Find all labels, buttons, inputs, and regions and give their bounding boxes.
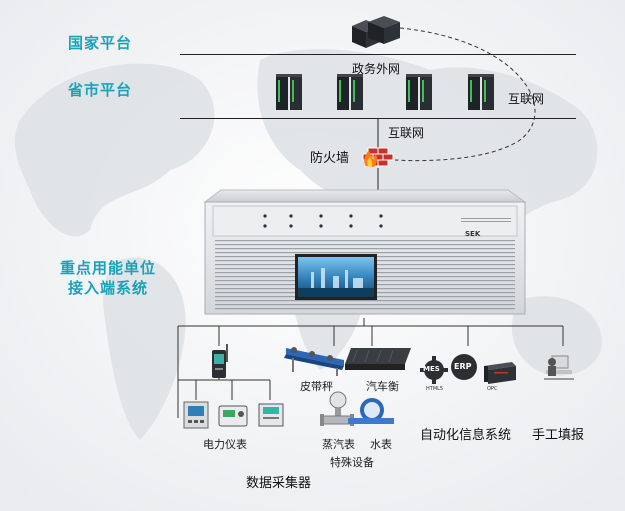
firewall-label: 防火墙 bbox=[310, 151, 350, 166]
national-server-icon bbox=[352, 16, 400, 48]
special-equipment-label: 特殊设备 bbox=[330, 456, 374, 469]
data-collector-icon bbox=[212, 344, 228, 378]
steam-meter-label: 蒸汽表 bbox=[322, 438, 355, 451]
network-connectors bbox=[377, 27, 536, 192]
hmi-label: HTML5 bbox=[426, 386, 444, 392]
device-brand-label: SEK bbox=[465, 230, 481, 238]
mes-label: MES bbox=[423, 365, 440, 373]
erp-icon bbox=[451, 354, 477, 380]
water-meter-label: 水表 bbox=[370, 438, 392, 451]
tier-provincial-label: 省市平台 bbox=[68, 81, 133, 99]
firewall-icon bbox=[362, 147, 394, 167]
erp-label: ERP bbox=[454, 362, 472, 371]
power-meter-icon-1 bbox=[183, 401, 209, 429]
automation-system-label: 自动化信息系统 bbox=[420, 428, 512, 443]
manual-entry-icon bbox=[544, 355, 574, 380]
water-meter-icon bbox=[348, 398, 394, 424]
mes-icon bbox=[420, 356, 448, 384]
tier-endpoint-line1: 重点用能单位 bbox=[60, 259, 157, 277]
tier-national-label: 国家平台 bbox=[68, 34, 133, 52]
national-network-line bbox=[180, 54, 576, 55]
gateway-device-body bbox=[203, 189, 527, 315]
provincial-server-icon-3 bbox=[406, 74, 432, 110]
opc-server-icon bbox=[484, 362, 516, 384]
belt-scale-icon bbox=[284, 347, 344, 376]
power-meter-icon-2 bbox=[218, 405, 248, 427]
power-meter-icon-3 bbox=[258, 403, 284, 427]
internet-dashed-link bbox=[394, 27, 536, 162]
gov-extranet-label: 政务外网 bbox=[352, 62, 401, 76]
internet-mid-label: 互联网 bbox=[388, 126, 425, 140]
opc-label: OPC bbox=[487, 386, 498, 392]
provincial-server-icon-4 bbox=[468, 74, 494, 110]
tier-endpoint-label: 重点用能单位 接入端系统 bbox=[60, 258, 156, 298]
truck-scale-label: 汽车衡 bbox=[366, 380, 399, 393]
provincial-server-icon-1 bbox=[276, 74, 302, 110]
belt-scale-label: 皮带秤 bbox=[300, 380, 333, 393]
tier-endpoint-line2: 接入端系统 bbox=[68, 279, 149, 297]
manual-entry-label: 手工填报 bbox=[532, 428, 585, 443]
gateway-device: SEK bbox=[203, 188, 527, 318]
data-collector-label: 数据采集器 bbox=[246, 476, 312, 491]
internet-right-label: 互联网 bbox=[508, 92, 545, 106]
truck-scale-icon bbox=[345, 348, 411, 370]
provincial-server-icon-2 bbox=[337, 74, 363, 110]
power-meter-label: 电力仪表 bbox=[203, 438, 247, 451]
